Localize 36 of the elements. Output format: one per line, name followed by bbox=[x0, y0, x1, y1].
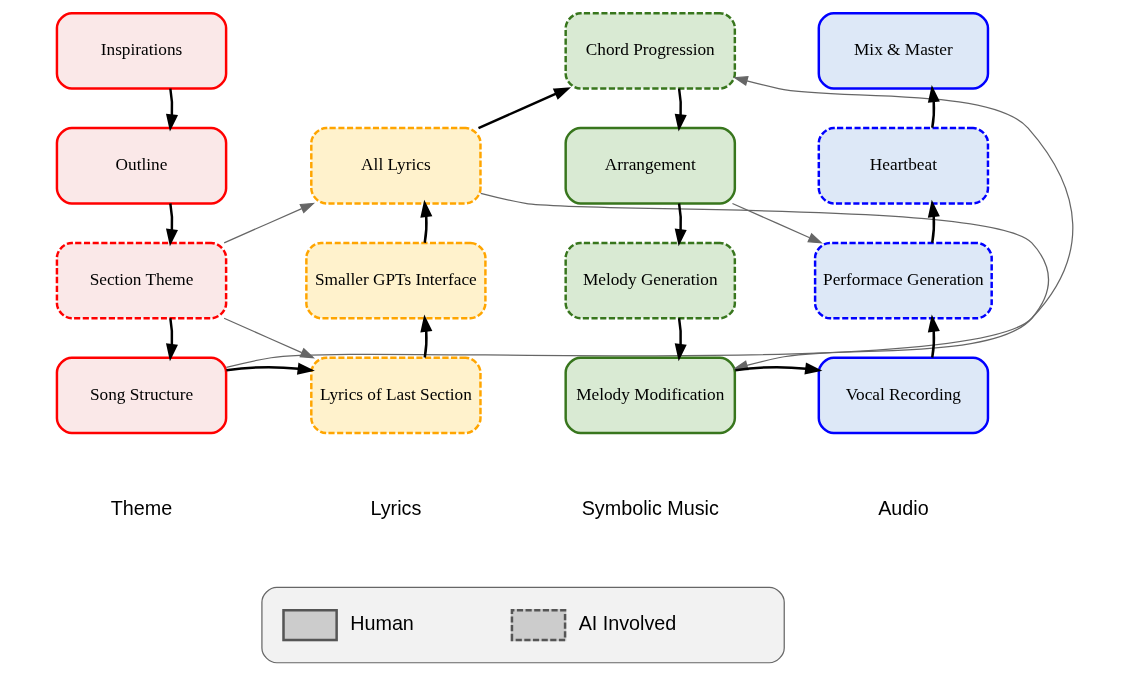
arrow bbox=[420, 314, 433, 358]
node-box: Inspirations bbox=[55, 12, 228, 90]
arrow bbox=[927, 314, 940, 358]
label: Audio bbox=[878, 496, 929, 519]
node-box: Section Theme bbox=[55, 241, 228, 320]
arrow bbox=[674, 203, 687, 247]
arrow bbox=[731, 202, 823, 244]
node-box: Mix & Master bbox=[817, 12, 990, 90]
arrow bbox=[674, 88, 687, 132]
legend-label: AI Involved bbox=[578, 611, 677, 634]
node-box: Melody Modification bbox=[564, 356, 737, 435]
node-box: Smaller GPTs Interface bbox=[305, 241, 487, 320]
node-box: Chord Progression bbox=[564, 12, 737, 90]
label: Lyrics bbox=[370, 496, 422, 519]
arrow bbox=[165, 88, 178, 132]
arrow bbox=[927, 84, 940, 129]
node-box: Performace Generation bbox=[813, 241, 993, 320]
arrow bbox=[478, 87, 572, 130]
arrow bbox=[165, 318, 178, 362]
arrow bbox=[226, 362, 315, 375]
node-box: Heartbeat bbox=[817, 126, 990, 205]
label: Theme bbox=[110, 496, 173, 519]
node-box: Song Structure bbox=[55, 356, 228, 435]
node-box: Melody Generation bbox=[564, 241, 737, 320]
arrow bbox=[927, 199, 940, 243]
arrow bbox=[674, 318, 687, 362]
node-box: Vocal Recording bbox=[817, 356, 990, 435]
label: Symbolic Music bbox=[581, 496, 719, 519]
arrow bbox=[165, 203, 178, 247]
arrow bbox=[223, 202, 315, 244]
legend-label: Human bbox=[350, 611, 414, 634]
arrow bbox=[420, 199, 433, 243]
node-box: All Lyrics bbox=[310, 126, 482, 205]
node-box: Outline bbox=[55, 126, 228, 205]
node-box: Lyrics of Last Section bbox=[310, 356, 482, 435]
node-box: Arrangement bbox=[564, 126, 737, 205]
